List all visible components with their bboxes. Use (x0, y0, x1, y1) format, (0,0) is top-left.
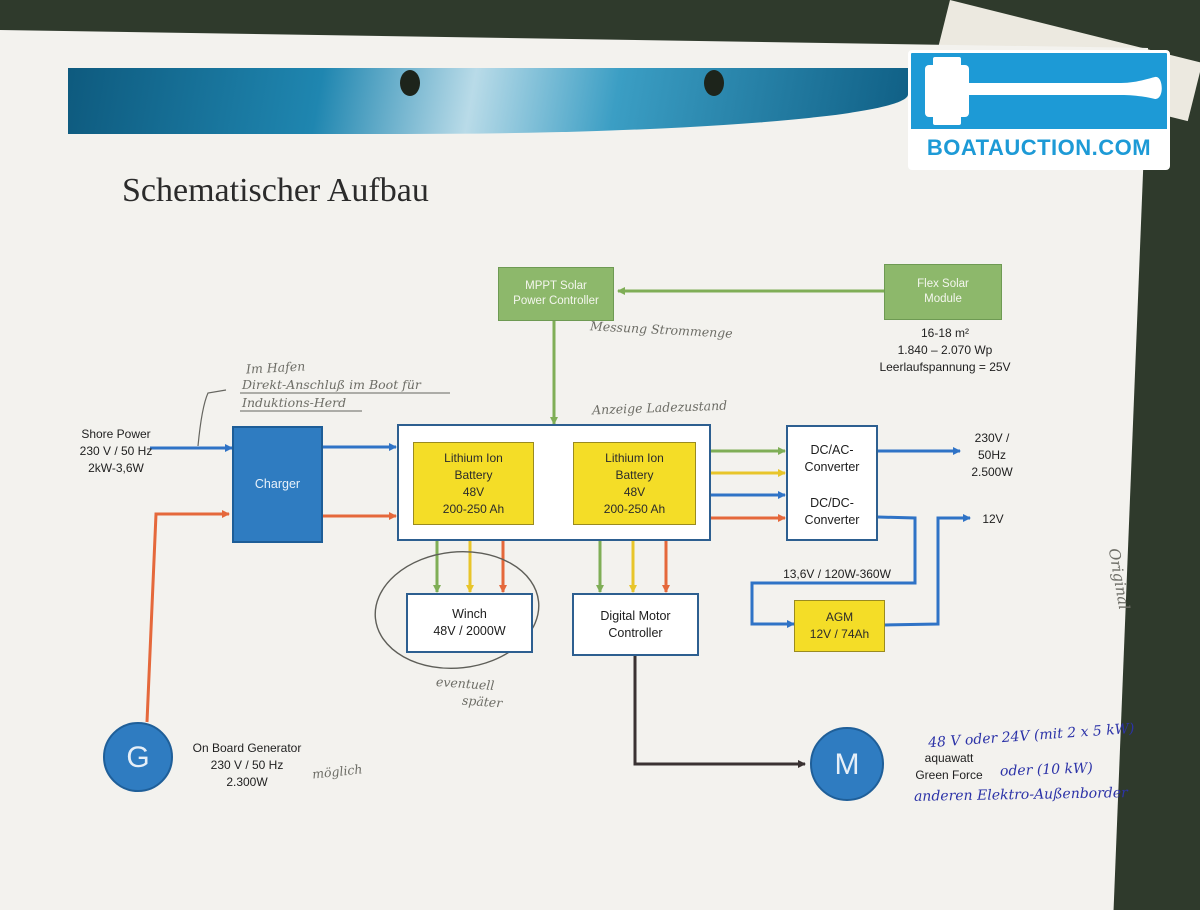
converter-box: DC/AC- Converter DC/DC- Converter (786, 425, 878, 541)
on-board-generator-label: On Board Generator 230 V / 50 Hz 2.300W (192, 741, 302, 789)
handwritten-im-hafen: Im Hafen (245, 358, 306, 377)
agm-battery: AGM 12V / 74Ah (794, 600, 885, 652)
charger-box: Charger (232, 426, 323, 543)
handwritten-motor-oder-10kw: oder (10 kW) (999, 760, 1094, 780)
electric-motor-symbol: M (810, 727, 884, 801)
hafen-annotation-pointer (197, 389, 227, 447)
generator-line (145, 510, 230, 723)
diagram-title: Schematischer Aufbau (122, 172, 429, 209)
gavel-icon (925, 57, 1162, 125)
ac-output-label: 230V / 50Hz 2.500W (971, 431, 1013, 479)
flex-solar-module: Flex Solar Module (884, 264, 1002, 320)
controller-to-motor-line (633, 656, 806, 768)
dc-12v-output-label: 12V (982, 512, 1004, 526)
dc-to-agm-line (750, 515, 917, 628)
boatauction-logo: BOATAUCTION.COM (908, 50, 1170, 170)
motor-label: aquawatt Green Force (915, 751, 983, 782)
handwritten-induktions-herd: Induktions-Herd (242, 395, 347, 410)
punch-hole (400, 70, 420, 96)
handwritten-spaeter: später (461, 692, 503, 711)
handwritten-direkt-anschluss: Direkt-Anschluß im Boot für (242, 377, 421, 392)
dc-ac-converter-label: DC/AC- Converter (804, 443, 860, 474)
lithium-battery-2: Lithium Ion Battery 48V 200-250 Ah (573, 442, 696, 525)
winch-pencil-circle (374, 550, 540, 670)
agm-to-12v-line (884, 514, 971, 627)
digital-motor-controller: Digital Motor Controller (572, 593, 699, 656)
generator-symbol: G (103, 722, 173, 792)
lithium-battery-1: Lithium Ion Battery 48V 200-250 Ah (413, 442, 534, 525)
dc-dc-converter-label: DC/DC- Converter (804, 496, 860, 527)
mppt-solar-power-controller: MPPT Solar Power Controller (498, 267, 614, 321)
winch-box: Winch 48V / 2000W (406, 593, 533, 653)
agm-charge-label: 13,6V / 120W-360W (783, 567, 891, 581)
schematic-sheet (0, 30, 1148, 910)
solar-module-specs: 16-18 m² 1.840 – 2.070 Wp Leerlaufspannu… (879, 326, 1011, 374)
shore-power-label: Shore Power 230 V / 50 Hz 2kW-3,6W (79, 427, 153, 475)
logo-text: BOATAUCTION.COM (911, 129, 1167, 167)
punch-hole (704, 70, 724, 96)
